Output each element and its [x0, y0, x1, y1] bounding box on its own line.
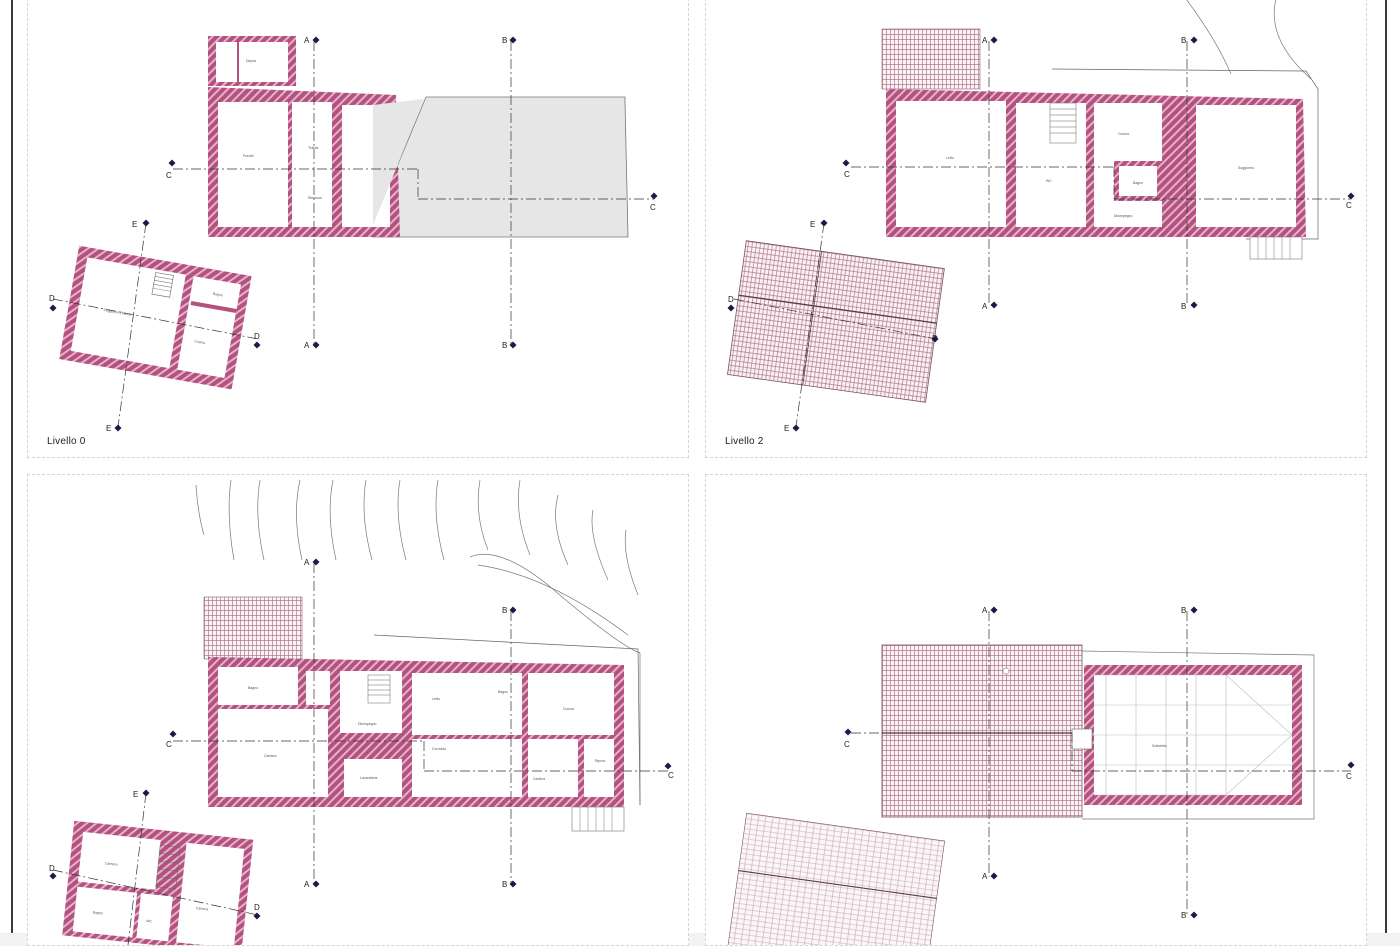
roof-plan: Sottotetto A A: [726, 606, 1355, 945]
svg-text:C: C: [166, 740, 172, 749]
svg-text:Soggiorno Pranzo: Soggiorno Pranzo: [103, 308, 131, 317]
svg-text:C: C: [844, 740, 850, 749]
svg-text:B: B: [502, 606, 507, 615]
svg-text:E: E: [132, 220, 137, 229]
svg-text:Tettoia: Tettoia: [308, 146, 318, 150]
svg-text:C: C: [1346, 201, 1352, 210]
svg-text:Cantina: Cantina: [533, 777, 545, 781]
svg-text:D: D: [49, 294, 55, 303]
svg-text:Bagno: Bagno: [213, 292, 224, 298]
roof-plan-panel[interactable]: Sottotetto A A: [705, 474, 1367, 946]
svg-text:Camera: Camera: [264, 754, 277, 758]
svg-text:Cucina: Cucina: [563, 707, 574, 711]
svg-text:Rimessa: Rimessa: [308, 196, 322, 200]
svg-text:WC: WC: [146, 919, 153, 924]
svg-text:E: E: [133, 790, 138, 799]
svg-text:C: C: [668, 771, 674, 780]
svg-text:C: C: [166, 171, 172, 180]
svg-text:C: C: [1346, 772, 1352, 781]
svg-text:A: A: [982, 302, 988, 311]
svg-text:B: B: [502, 36, 507, 45]
svg-text:Bagno: Bagno: [248, 686, 258, 690]
svg-text:Lavanderia: Lavanderia: [360, 776, 377, 780]
svg-text:Disimpegno: Disimpegno: [1114, 214, 1133, 218]
svg-text:E: E: [106, 424, 111, 433]
svg-text:B: B: [1181, 302, 1186, 311]
svg-text:B: B: [1181, 606, 1186, 615]
floor-plan-level-0: Porcile Tettoia Rimessa Depos. Soggiorno…: [49, 36, 658, 433]
svg-text:D: D: [49, 864, 55, 873]
svg-text:A: A: [982, 606, 988, 615]
svg-text:A: A: [304, 36, 310, 45]
floor-plan-panel-level-2[interactable]: Letto WC Cucina Bagno Disimpegno Soggior…: [705, 0, 1367, 458]
svg-text:Camera: Camera: [196, 906, 209, 911]
svg-text:Disimpegno: Disimpegno: [358, 722, 377, 726]
svg-text:A: A: [304, 558, 310, 567]
svg-text:Soggiorno: Soggiorno: [1238, 166, 1254, 170]
svg-text:Porcile: Porcile: [243, 154, 254, 158]
floor-plan-level-1: Bagno Camera Disimpegno Lavanderia Letto…: [49, 479, 674, 945]
svg-text:Cucina: Cucina: [1118, 132, 1129, 136]
svg-text:B: B: [502, 341, 507, 350]
floor-plan-level-2: Letto WC Cucina Bagno Disimpegno Soggior…: [727, 0, 1355, 433]
svg-text:Bagno: Bagno: [498, 690, 508, 694]
svg-text:D: D: [254, 332, 260, 341]
svg-text:E: E: [810, 220, 815, 229]
svg-text:Corridoio: Corridoio: [432, 747, 446, 751]
svg-text:Camera: Camera: [105, 861, 118, 866]
svg-text:D: D: [728, 295, 734, 304]
svg-text:Bagno: Bagno: [93, 910, 104, 915]
level-label: Livello 2: [725, 436, 764, 447]
sheet-left-border: [11, 0, 13, 933]
svg-text:Letto: Letto: [432, 697, 440, 701]
svg-text:A: A: [982, 36, 988, 45]
svg-text:D: D: [254, 903, 260, 912]
svg-text:E: E: [784, 424, 789, 433]
svg-text:Bagno: Bagno: [1133, 181, 1143, 185]
level-label: Livello 0: [47, 436, 86, 447]
svg-text:A: A: [304, 880, 310, 889]
floor-plan-panel-level-1[interactable]: Bagno Camera Disimpegno Lavanderia Letto…: [27, 474, 689, 946]
svg-text:Letto: Letto: [946, 156, 954, 160]
sheet-right-border: [1385, 0, 1387, 933]
svg-text:Depos.: Depos.: [246, 59, 257, 63]
svg-text:Cucina: Cucina: [194, 339, 205, 345]
svg-text:C: C: [844, 170, 850, 179]
svg-text:C: C: [650, 203, 656, 212]
svg-text:WC: WC: [1046, 179, 1052, 183]
svg-text:D: D: [932, 334, 938, 343]
svg-text:A: A: [982, 872, 988, 881]
svg-text:B: B: [502, 880, 507, 889]
svg-text:Sottotetto: Sottotetto: [1152, 744, 1167, 748]
svg-text:Ripost.: Ripost.: [595, 759, 606, 763]
svg-text:A: A: [304, 341, 310, 350]
svg-text:B: B: [1181, 36, 1186, 45]
floor-plan-panel-level-0[interactable]: Porcile Tettoia Rimessa Depos. Soggiorno…: [27, 0, 689, 458]
svg-text:B: B: [1181, 911, 1186, 920]
